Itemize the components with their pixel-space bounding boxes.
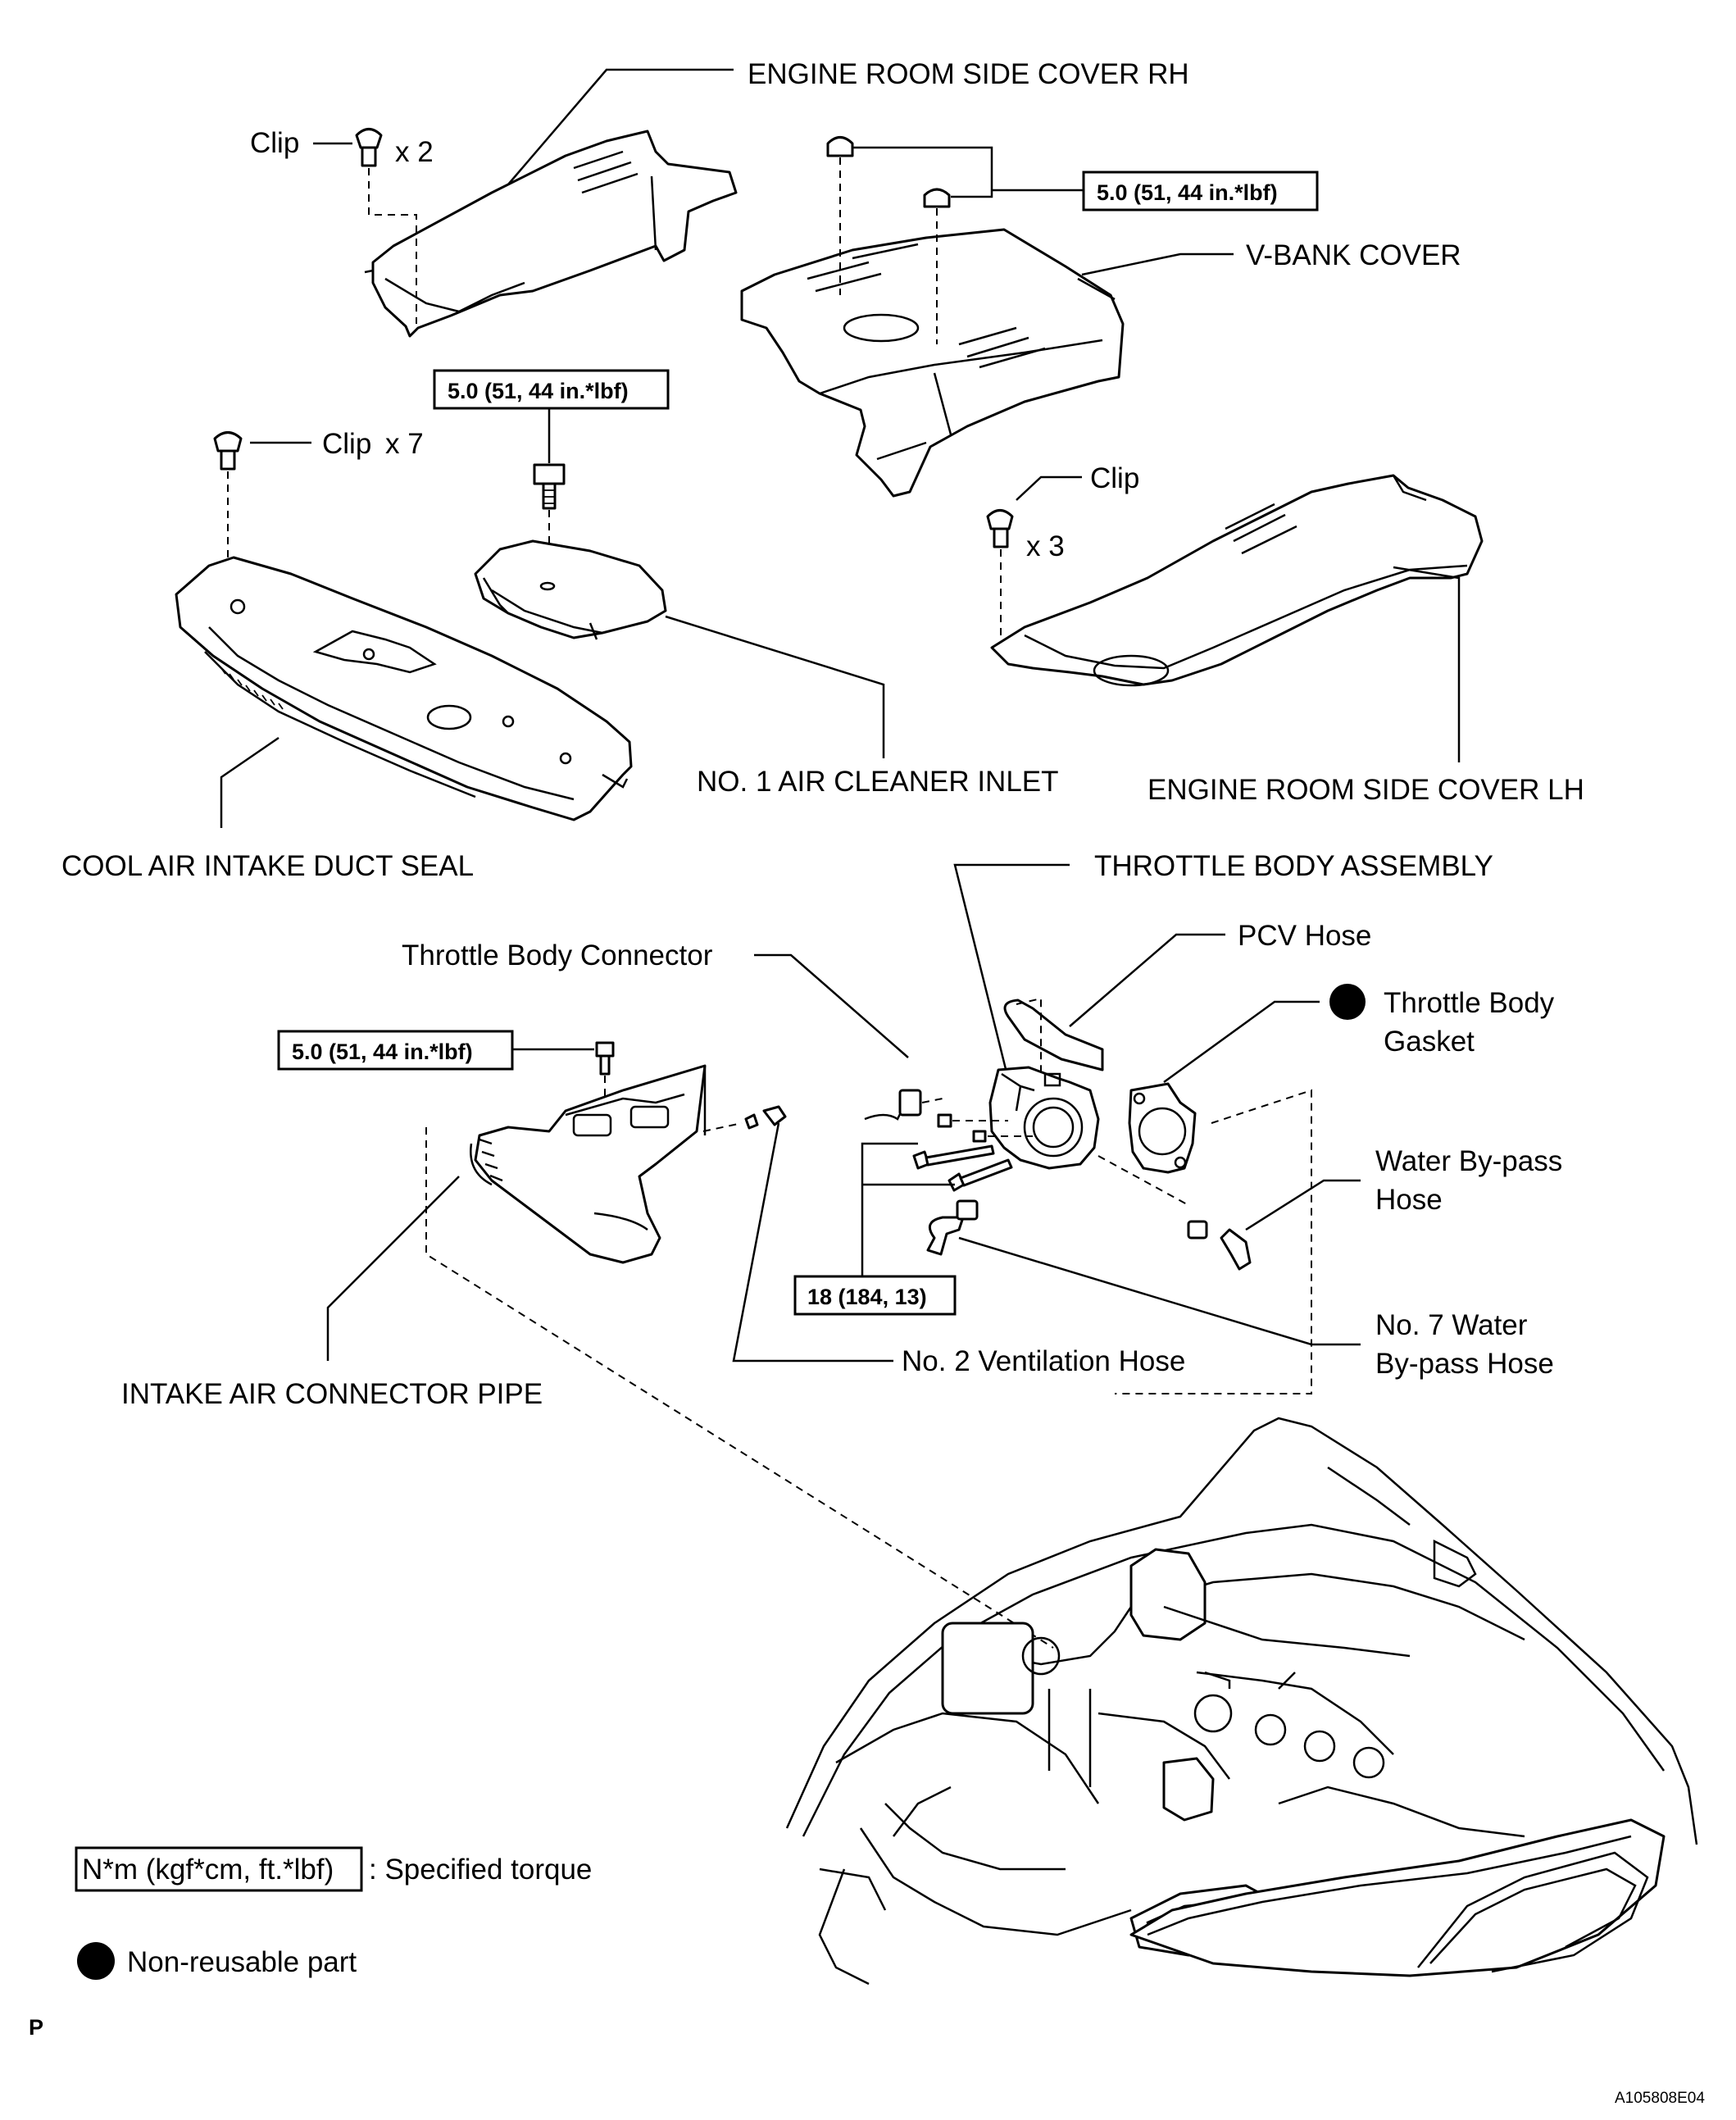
gasket-install-line-2 [1097, 1155, 1189, 1206]
clip-2-label: Clip [322, 428, 371, 460]
v-bank-cover [740, 228, 1125, 498]
throttle-body-gasket-leader [1163, 1000, 1320, 1084]
water-bypass-label-line1: Water By-pass [1375, 1145, 1562, 1177]
clip-2-qty: x 7 [385, 428, 424, 460]
no7-water-bypass-hose [926, 1199, 979, 1256]
clip-3-label: Clip [1090, 462, 1139, 494]
engine-bay-illustration [785, 1417, 1698, 1986]
water-bypass-leader [1245, 1179, 1361, 1231]
bolt-icon [595, 1041, 615, 1076]
pcv-hose-leader [1069, 933, 1225, 1027]
side-cover-rh-leader [507, 68, 734, 185]
engine-room-side-cover-lh [990, 474, 1484, 687]
clip-icon [213, 431, 243, 471]
bolt-icon [948, 1158, 1013, 1192]
connector-pipe-torque-value: 5.0 (51, 44 in.*lbf) [292, 1040, 473, 1064]
bolt-icon [533, 463, 566, 510]
throttle-body-gasket-label-line2: Gasket [1384, 1026, 1475, 1058]
no2-ventilation-leader [732, 1122, 893, 1363]
pcv-hose-label: PCV Hose [1238, 920, 1371, 952]
throttle-body-connector [864, 1089, 943, 1121]
legend-nonreusable-text: Non-reusable part [127, 1946, 357, 1978]
side-cover-lh-label: ENGINE ROOM SIDE COVER LH [1147, 774, 1584, 806]
air-cleaner-torque-value: 5.0 (51, 44 in.*lbf) [448, 379, 629, 403]
nut-icon [826, 136, 854, 157]
throttle-body-connector-leader [754, 953, 909, 1058]
throttle-torque-box [793, 1275, 957, 1316]
no2-ventilation-hose [744, 1105, 787, 1130]
air-cleaner-inlet-label: NO. 1 AIR CLEANER INLET [697, 766, 1059, 798]
v-bank-torque-leader [852, 146, 1084, 198]
no7-water-leader [958, 1236, 1361, 1346]
throttle-bolt-line [952, 1120, 1033, 1137]
throttle-body-connector-label: Throttle Body Connector [402, 939, 713, 971]
throttle-body-gasket [1128, 1082, 1197, 1174]
gasket-install-line [1115, 1089, 1312, 1394]
legend-nonreusable-icon [77, 1942, 115, 1980]
side-cover-rh-label: ENGINE ROOM SIDE COVER RH [748, 58, 1189, 90]
clip-icon [355, 128, 383, 167]
throttle-body-assembly [988, 1066, 1100, 1170]
legend-torque-text: : Specified torque [369, 1854, 592, 1886]
nut-icon [923, 188, 951, 208]
v-bank-torque-value: 5.0 (51, 44 in.*lbf) [1097, 180, 1278, 205]
cool-air-intake-duct-seal [175, 556, 633, 821]
air-cleaner-torque-box [433, 369, 670, 410]
throttle-body-assembly-label: THROTTLE BODY ASSEMBLY [1094, 850, 1493, 882]
bolt-icon [972, 1130, 987, 1143]
pcv-hose [1003, 997, 1104, 1082]
air-cleaner-inlet-leader [665, 615, 885, 758]
v-bank-torque-box [1082, 171, 1319, 212]
legend-torque-box-text: N*m (kgf*cm, ft.*lbf) [82, 1854, 334, 1886]
duct-seal-label: COOL AIR INTAKE DUCT SEAL [61, 850, 474, 882]
no1-air-cleaner-inlet [474, 539, 667, 640]
clip-3-leader [1016, 475, 1082, 501]
water-bypass-hose [1187, 1220, 1252, 1271]
figure-id: A105808E04 [1615, 2090, 1705, 2107]
bolt-icon [937, 1113, 952, 1128]
water-bypass-label-line2: Hose [1375, 1184, 1443, 1216]
legend-torque-box [75, 1846, 363, 1892]
throttle-body-assembly-leader [953, 863, 1070, 1073]
clip-icon [986, 509, 1014, 548]
ventilation-install-line [702, 1122, 743, 1132]
no7-water-label-line1: No. 7 Water [1375, 1309, 1528, 1341]
side-cover-lh-leader [1393, 566, 1461, 762]
connector-pipe-leader [326, 1176, 460, 1361]
intake-air-connector-pipe [470, 1064, 707, 1264]
nonreusable-marker-icon [1329, 984, 1366, 1020]
connector-pipe-to-engine-line [425, 1127, 1054, 1649]
throttle-torque-value: 18 (184, 13) [807, 1285, 927, 1309]
throttle-torque-leader [861, 1142, 955, 1279]
duct-seal-leader [220, 736, 279, 828]
no7-water-label-line2: By-pass Hose [1375, 1348, 1554, 1380]
clip-1-label: Clip [250, 127, 299, 159]
throttle-body-gasket-label-line1: Throttle Body [1384, 987, 1555, 1019]
clip-1-install-line [368, 168, 417, 324]
corner-mark: P [29, 2015, 43, 2040]
intake-connector-pipe-label: INTAKE AIR CONNECTOR PIPE [121, 1378, 543, 1410]
no2-ventilation-label: No. 2 Ventilation Hose [902, 1345, 1185, 1377]
clip-1-qty: x 2 [395, 136, 434, 168]
v-bank-cover-label: V-BANK COVER [1246, 239, 1461, 271]
v-bank-cover-leader [1081, 252, 1234, 276]
engine-room-side-cover-rh [364, 130, 738, 338]
clip-3-qty: x 3 [1026, 530, 1065, 562]
bolt-icon [912, 1144, 995, 1170]
